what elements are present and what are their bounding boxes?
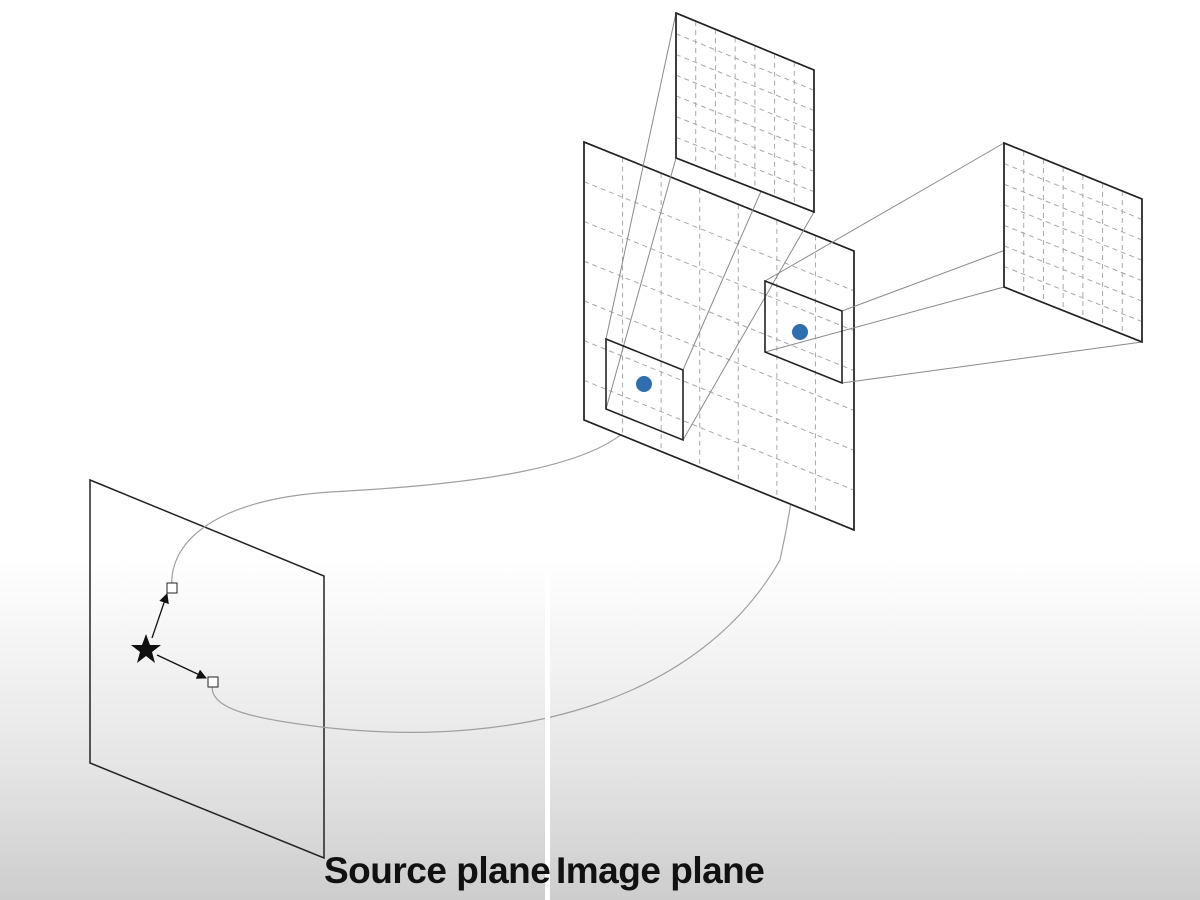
grid-line (583, 379, 855, 491)
image-point-1 (636, 376, 652, 392)
projection-lines (605, 12, 1143, 441)
image-box-2 (764, 279, 843, 385)
image-plane-label: Image plane (556, 850, 765, 891)
star-icon (131, 634, 161, 663)
image-plane (583, 140, 855, 532)
ray-to-image-1 (171, 407, 643, 589)
magnified-panel-top (675, 11, 815, 214)
grid-line (675, 53, 815, 112)
image-plane-grid (583, 157, 855, 515)
image-box-1 (605, 337, 684, 442)
magnified-panel-top-grid (675, 21, 815, 205)
source-plane (89, 478, 325, 860)
grid-line (675, 74, 815, 132)
grid-line (583, 260, 855, 372)
grid-line (675, 33, 815, 91)
grid-line (1003, 265, 1143, 323)
grid-line (583, 220, 855, 332)
magnified-panel-right (1003, 141, 1143, 344)
grid-line (583, 340, 855, 451)
deflection-arrow-right (156, 654, 207, 679)
magnified-panel-right-grid (1003, 151, 1143, 335)
grid-line (675, 136, 815, 193)
source-plane-label: Source plane (324, 850, 551, 891)
grid-line (1003, 183, 1143, 241)
square-marker-icon (166, 582, 178, 594)
grid-line (675, 116, 815, 172)
grid-line (675, 95, 815, 152)
image-point-2 (792, 324, 808, 340)
grid-line (1003, 245, 1143, 302)
square-marker-icon (207, 676, 219, 688)
deflection-arrow-up (151, 593, 169, 639)
grid-line (583, 181, 855, 292)
grid-line (1003, 224, 1143, 282)
panel-divider (545, 575, 550, 900)
grid-line (1003, 163, 1143, 220)
grid-line (1003, 204, 1143, 261)
deflection-arrows (151, 593, 207, 679)
grid-line (583, 300, 855, 411)
